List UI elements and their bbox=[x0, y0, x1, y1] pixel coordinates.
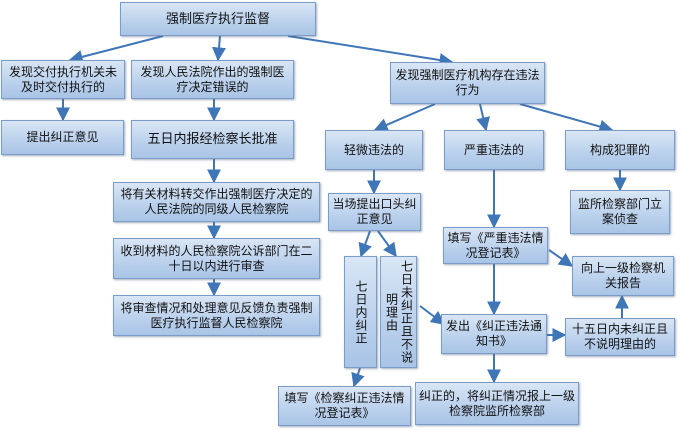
node-branch2-step2: 将有关材料转交作出强制医疗决定的人民法院的同级人民检察院 bbox=[113, 182, 320, 222]
node-serious-overdue: 十五日内未纠正且不说明理由的 bbox=[565, 318, 675, 356]
node-serious-label: 严重违法的 bbox=[444, 130, 544, 170]
node-branch2-step3: 收到材料的人民检察院公诉部门在二十日以内进行审查 bbox=[113, 238, 320, 279]
node-minor-action: 当场提出口头纠正意见 bbox=[328, 193, 421, 231]
node-branch2-step4: 将审查情况和处理意见反馈负责强制医疗执行监督人民检察院 bbox=[113, 295, 320, 336]
node-minor-corrected-text: 七日内纠正 bbox=[354, 279, 368, 345]
node-minor-label: 轻微违法的 bbox=[325, 130, 423, 170]
node-crime-action: 监所检察部门立案侦查 bbox=[570, 190, 670, 234]
node-serious-result: 纠正的，将纠正情况报上一级检察院监所检察部 bbox=[415, 382, 579, 425]
arrow-b3-to-minor bbox=[373, 103, 436, 132]
node-minor-not-corrected: 七日未纠正且不说明理由 bbox=[380, 256, 417, 368]
node-branch2-step1: 五日内报经检察长批准 bbox=[131, 120, 294, 159]
arrow-not-corrected-to-notice bbox=[419, 305, 446, 325]
node-minor-corrected: 七日内纠正 bbox=[344, 256, 377, 368]
node-serious-record: 填写《严重违法情况登记表》 bbox=[443, 227, 548, 264]
node-branch2-condition: 发现人民法院作出的强制医疗决定错误的 bbox=[131, 60, 294, 99]
node-root: 强制医疗执行监督 bbox=[120, 2, 316, 36]
arrow-corrected-to-record bbox=[351, 367, 365, 388]
arrow-b3-to-serious bbox=[476, 103, 490, 132]
arrow-root-to-branch1 bbox=[68, 35, 164, 64]
node-branch3-condition: 发现强制医疗机构存在违法行为 bbox=[390, 62, 545, 104]
arrow-minor-action-to-corrected bbox=[358, 230, 372, 258]
node-branch1-action: 提出纠正意见 bbox=[1, 120, 124, 155]
node-minor-record: 填写《检察纠正违法情况登记表》 bbox=[278, 386, 411, 426]
arrow-root-to-branch2 bbox=[212, 35, 227, 62]
node-crime-label: 构成犯罪的 bbox=[565, 130, 675, 170]
arrow-root-to-branch3 bbox=[287, 35, 454, 67]
node-minor-not-corrected-text: 七日未纠正且不说明理由 bbox=[384, 260, 414, 364]
arrow-minor-action-to-not-corrected bbox=[377, 230, 397, 258]
node-serious-notice: 发出《纠正违法通知书》 bbox=[441, 314, 547, 354]
node-branch1-condition: 发现交付执行机关未及时交付执行的 bbox=[1, 60, 125, 99]
arrow-b3-to-crime bbox=[519, 103, 614, 134]
arrow-serious-record-to-report bbox=[548, 249, 574, 267]
node-serious-report: 向上一级检察机关报告 bbox=[572, 256, 674, 296]
